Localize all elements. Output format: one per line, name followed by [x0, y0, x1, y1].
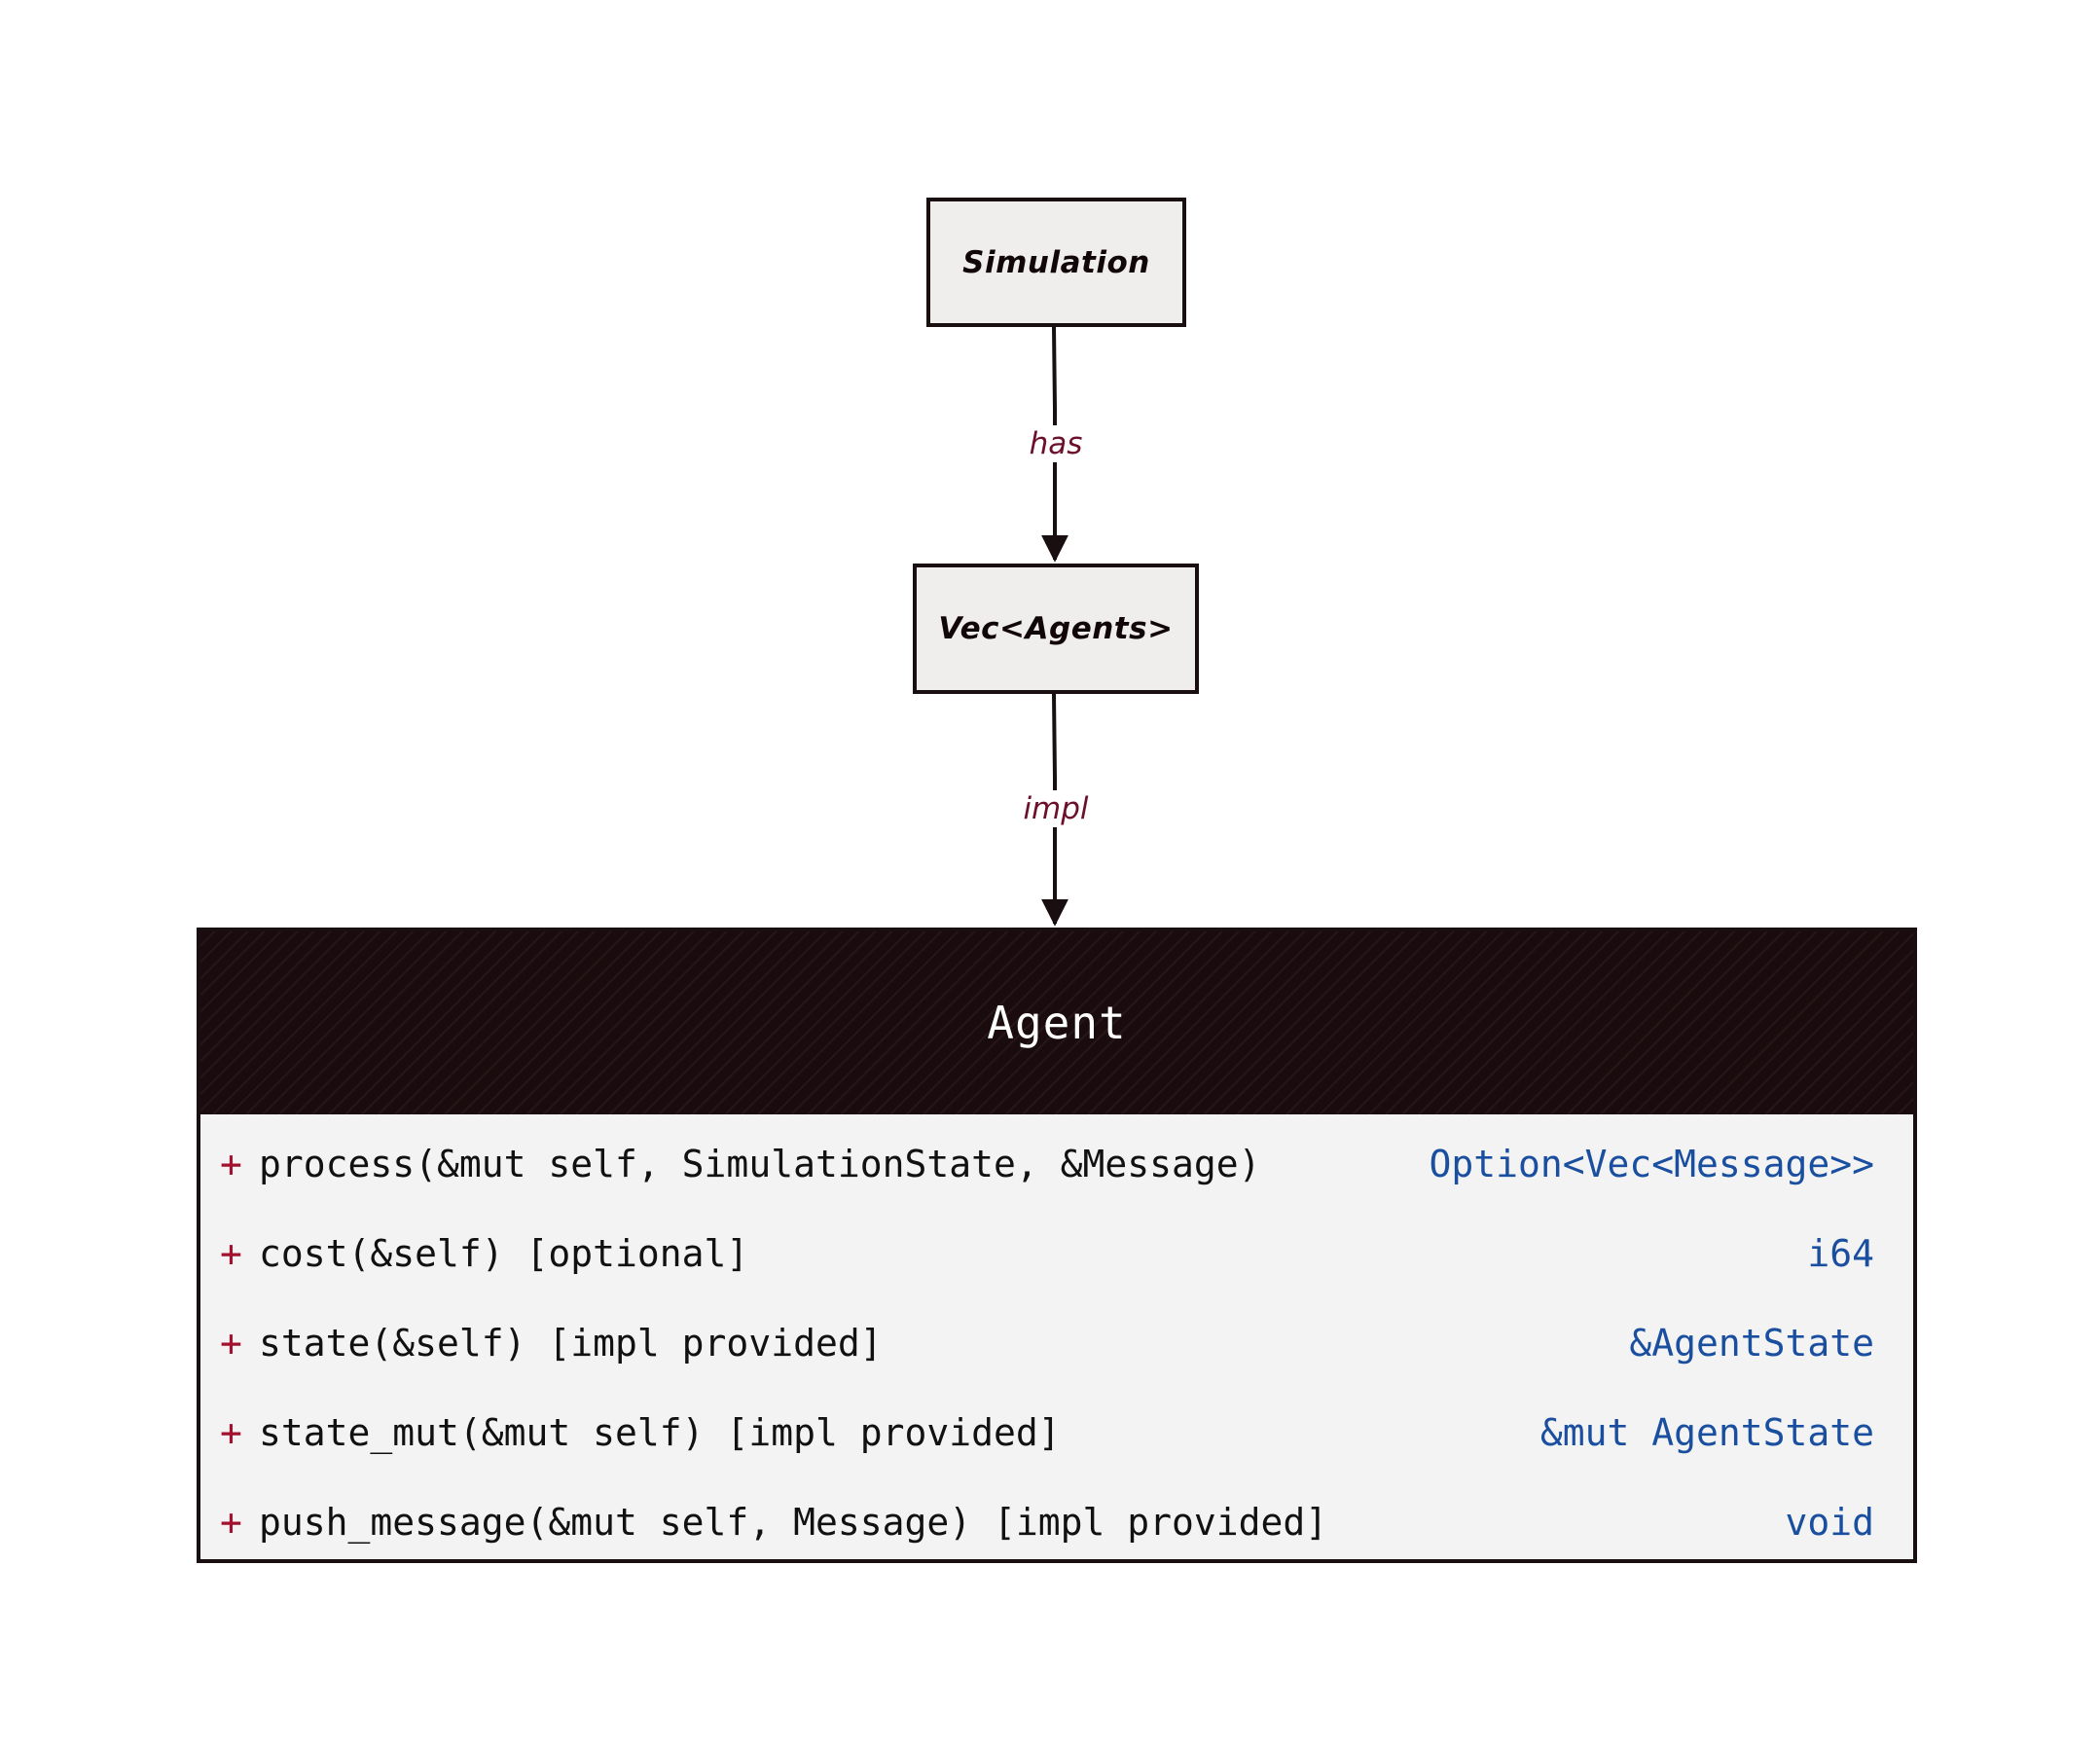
member-return-type: Option<Vec<Message>>	[1429, 1143, 1874, 1185]
member-return-type: &mut AgentState	[1539, 1411, 1874, 1454]
node-vec-agents[interactable]: Vec<Agents>	[913, 564, 1199, 694]
member-visibility: +	[220, 1501, 242, 1544]
agent-class-members: + process(&mut self, SimulationState, &M…	[200, 1114, 1913, 1567]
member-row-process: + process(&mut self, SimulationState, &M…	[200, 1119, 1913, 1209]
member-signature: state_mut(&mut self) [impl provided]	[259, 1411, 1061, 1454]
member-return-type: void	[1785, 1501, 1874, 1544]
member-visibility: +	[220, 1322, 242, 1365]
member-row-push-message: + push_message(&mut self, Message) [impl…	[200, 1477, 1913, 1567]
member-signature: cost(&self) [optional]	[259, 1232, 749, 1275]
member-visibility: +	[220, 1411, 242, 1454]
member-row-cost: + cost(&self) [optional] i64	[200, 1209, 1913, 1298]
edge-label-has: has	[1023, 425, 1089, 463]
edge-has-line	[1041, 326, 1068, 563]
member-visibility: +	[220, 1232, 242, 1275]
agent-class-header: Agent	[200, 931, 1913, 1114]
edge-impl-line	[1041, 693, 1068, 927]
node-simulation-label: Simulation	[962, 244, 1150, 280]
member-visibility: +	[220, 1143, 242, 1185]
agent-class-title: Agent	[987, 997, 1127, 1049]
member-row-state-mut: + state_mut(&mut self) [impl provided] &…	[200, 1388, 1913, 1477]
member-signature: process(&mut self, SimulationState, &Mes…	[259, 1143, 1261, 1185]
node-vec-agents-label: Vec<Agents>	[938, 611, 1174, 646]
member-signature: push_message(&mut self, Message) [impl p…	[259, 1501, 1328, 1544]
member-row-state: + state(&self) [impl provided] &AgentSta…	[200, 1298, 1913, 1388]
member-return-type: i64	[1807, 1232, 1874, 1275]
node-simulation[interactable]: Simulation	[926, 198, 1186, 327]
agent-class-box[interactable]: Agent + process(&mut self, SimulationSta…	[197, 928, 1917, 1563]
edge-label-impl: impl	[1017, 790, 1095, 828]
member-signature: state(&self) [impl provided]	[259, 1322, 883, 1365]
member-return-type: &AgentState	[1629, 1322, 1874, 1365]
